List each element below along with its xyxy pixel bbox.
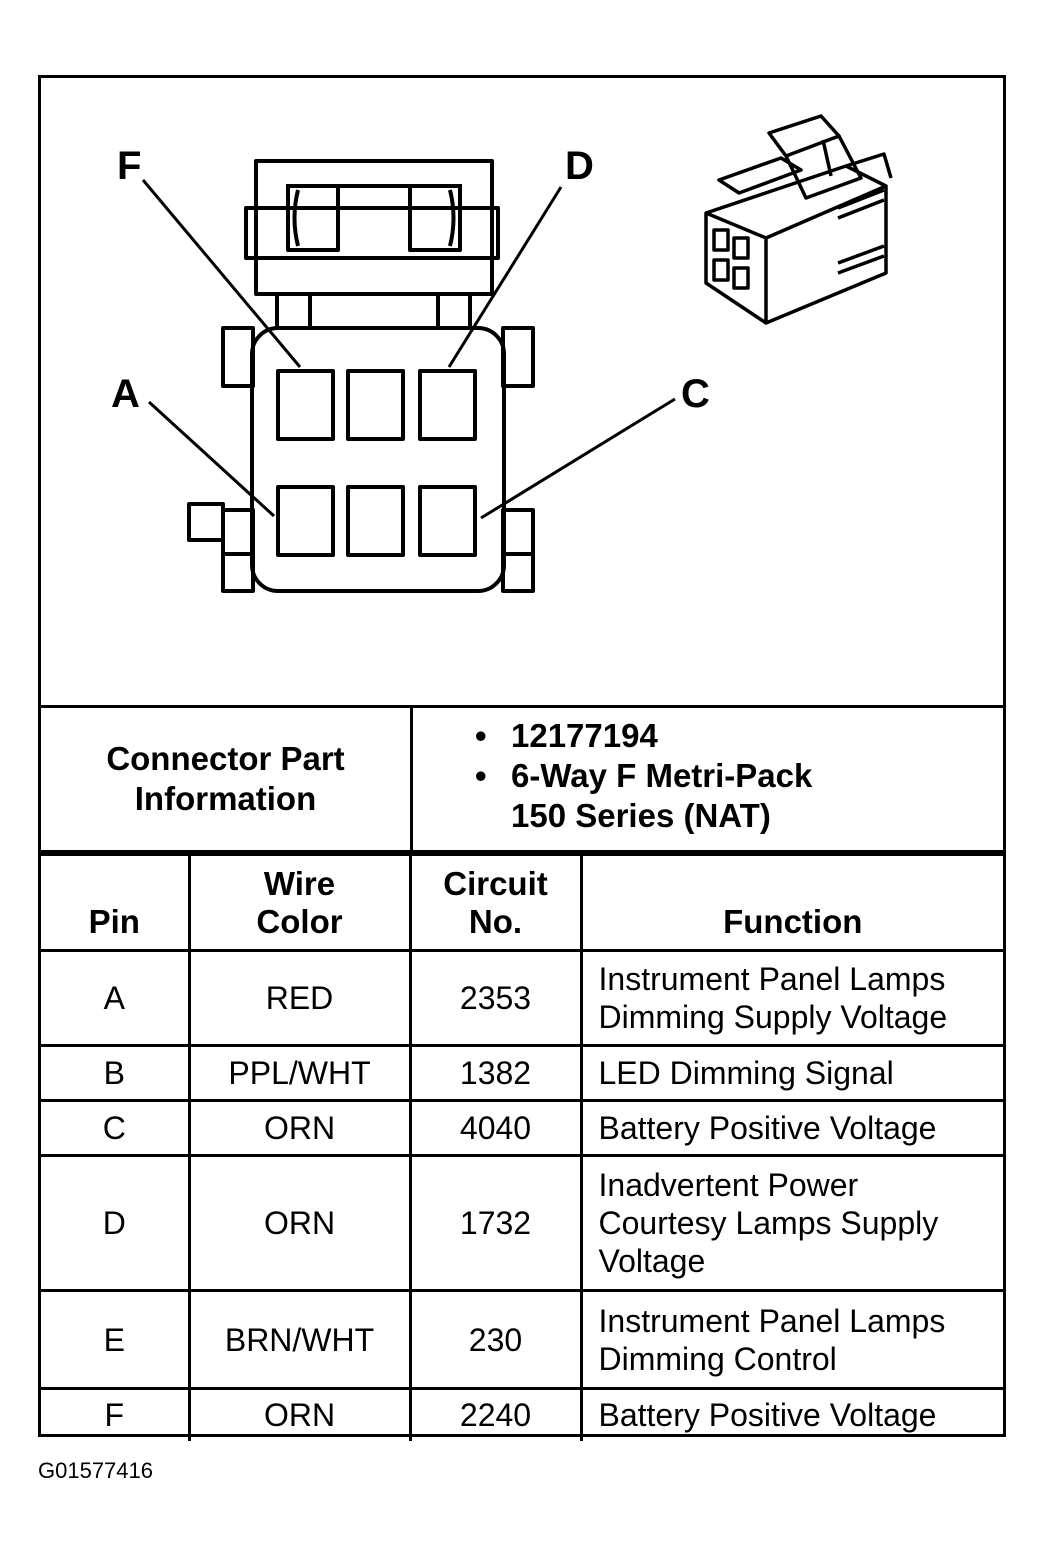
table-row: B PPL/WHT 1382 LED Dimming Signal [41, 1044, 1003, 1102]
wire-color-cell: ORN [187, 1099, 412, 1157]
pin-label-F: F [117, 144, 142, 188]
part-description-line2: 150 Series (NAT) [511, 797, 771, 834]
function-cell: Inadvertent Power Courtesy Lamps Supply … [579, 1154, 1003, 1292]
latch-outer [254, 159, 494, 296]
cavity-A [276, 485, 335, 557]
circuit-cell: 2240 [408, 1387, 583, 1441]
function-cell: Battery Positive Voltage [579, 1099, 1003, 1157]
info-value-cell: 12177194 6-Way F Metri-Pack 150 Series (… [413, 708, 1003, 850]
connector-sheet: F D A C Connector Part Information 12177… [38, 75, 1006, 1441]
connector-body [250, 326, 506, 593]
pin-table: Pin Wire Color Circuit No. Function A RE… [41, 853, 1003, 1441]
table-row: E BRN/WHT 230 Instrument Panel Lamps Dim… [41, 1289, 1003, 1390]
info-label: Connector Part Information [106, 740, 345, 817]
header-function: Function [579, 853, 1003, 952]
header-wire-color: Wire Color [187, 853, 412, 952]
circuit-cell: 1732 [408, 1154, 583, 1292]
pin-label-C: C [681, 372, 710, 416]
table-row: C ORN 4040 Battery Positive Voltage [41, 1099, 1003, 1157]
pin-cell: D [41, 1154, 191, 1292]
wire-color-cell: RED [187, 949, 412, 1047]
connector-3d-sketch [704, 114, 893, 325]
header-circuit-no: Circuit No. [408, 853, 583, 952]
part-number: 12177194 [473, 716, 1003, 756]
function-cell: Battery Positive Voltage [579, 1387, 1003, 1441]
pin-label-D: D [565, 144, 594, 188]
cavity-F [276, 369, 335, 441]
cavity-B [346, 485, 405, 557]
figure-id: G01577416 [38, 1458, 153, 1483]
wire-color-cell: ORN [187, 1154, 412, 1292]
table-row: A RED 2353 Instrument Panel Lamps Dimmin… [41, 949, 1003, 1047]
pin-label-A: A [111, 372, 140, 416]
function-cell: LED Dimming Signal [579, 1044, 1003, 1102]
table-row: F ORN 2240 Battery Positive Voltage [41, 1387, 1003, 1441]
pin-cell: A [41, 949, 191, 1047]
connector-part-info: Connector Part Information 12177194 6-Wa… [41, 705, 1003, 853]
connector-face-drawing [141, 114, 893, 593]
function-cell: Instrument Panel Lamps Dimming Supply Vo… [579, 949, 1003, 1047]
table-row: D ORN 1732 Inadvertent Power Courtesy La… [41, 1154, 1003, 1292]
cavity-D [418, 369, 477, 441]
pin-cell: C [41, 1099, 191, 1157]
part-description-line1: 6-Way F Metri-Pack [473, 756, 1003, 796]
circuit-cell: 2353 [408, 949, 583, 1047]
cavity-E-top [346, 369, 405, 441]
circuit-cell: 4040 [408, 1099, 583, 1157]
pin-cell: E [41, 1289, 191, 1390]
pin-cell: B [41, 1044, 191, 1102]
wire-color-cell: ORN [187, 1387, 412, 1441]
header-pin: Pin [41, 853, 191, 952]
info-label-cell: Connector Part Information [41, 708, 413, 850]
pin-cell: F [41, 1387, 191, 1441]
wire-color-cell: PPL/WHT [187, 1044, 412, 1102]
wire-color-cell: BRN/WHT [187, 1289, 412, 1390]
function-cell: Instrument Panel Lamps Dimming Control [579, 1289, 1003, 1390]
connector-diagram: F D A C [41, 78, 1003, 705]
circuit-cell: 230 [408, 1289, 583, 1390]
circuit-cell: 1382 [408, 1044, 583, 1102]
cavity-C [418, 485, 477, 557]
